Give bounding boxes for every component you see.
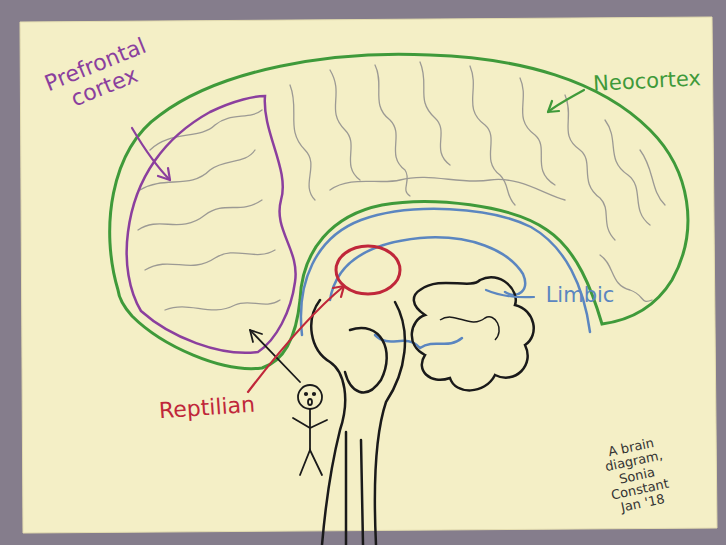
leader-line: [486, 290, 534, 297]
gyrus: [330, 177, 565, 200]
limbic-outline: [301, 209, 590, 348]
paper-sheet: [20, 17, 717, 533]
figure-eye: [305, 393, 307, 395]
arrow-head: [158, 168, 170, 180]
gyrus: [520, 78, 555, 185]
limbic-arc: [301, 209, 590, 335]
figure-legs: [300, 450, 322, 475]
leader-line: [248, 286, 344, 392]
gyri-lines: [138, 62, 665, 310]
leader-line: [548, 90, 584, 112]
gyrus: [138, 200, 262, 230]
neocortex-outline: [110, 54, 688, 368]
arrow-head: [548, 101, 559, 112]
figure-mouth: [308, 399, 312, 405]
prefrontal-outline: [127, 96, 296, 353]
gyrus: [145, 250, 275, 270]
brainstem: [311, 300, 405, 545]
gyrus: [290, 85, 315, 200]
gyrus: [375, 65, 410, 196]
brainstem-line: [345, 432, 348, 545]
leader-line: [132, 128, 170, 180]
limbic-curl: [330, 237, 525, 300]
figure-eye: [313, 393, 315, 395]
gyrus: [605, 120, 650, 225]
region-label: Reptilian: [151, 392, 262, 424]
leader-lines: [132, 90, 584, 392]
gyrus: [165, 300, 280, 310]
region-label: Prefrontal cortex: [35, 31, 164, 121]
region-label: Neocortex: [587, 67, 706, 96]
brainstem-line: [361, 440, 363, 545]
figure-body: [309, 409, 311, 450]
brainstem-line: [311, 300, 345, 545]
figure-head: [298, 385, 322, 409]
gyrus: [640, 150, 665, 205]
signature-note: A brain diagram, Sonia Constant Jan '18: [591, 433, 682, 519]
figure-arms: [293, 418, 327, 428]
cerebellum: [412, 277, 534, 390]
brainstem-line: [375, 302, 405, 545]
pons-line: [345, 328, 387, 392]
stick-figure: [250, 330, 327, 475]
region-label: Limbic: [540, 284, 620, 307]
arrow-head: [333, 286, 344, 297]
gyrus: [565, 95, 615, 240]
limbic-hippocampus: [375, 335, 462, 348]
cerebellum-fold: [440, 317, 499, 340]
gyrus: [330, 70, 360, 180]
gyrus: [470, 66, 515, 205]
figure-pointer-head: [250, 330, 262, 342]
reptilian-outline: [336, 246, 400, 294]
gyrus: [420, 62, 450, 165]
